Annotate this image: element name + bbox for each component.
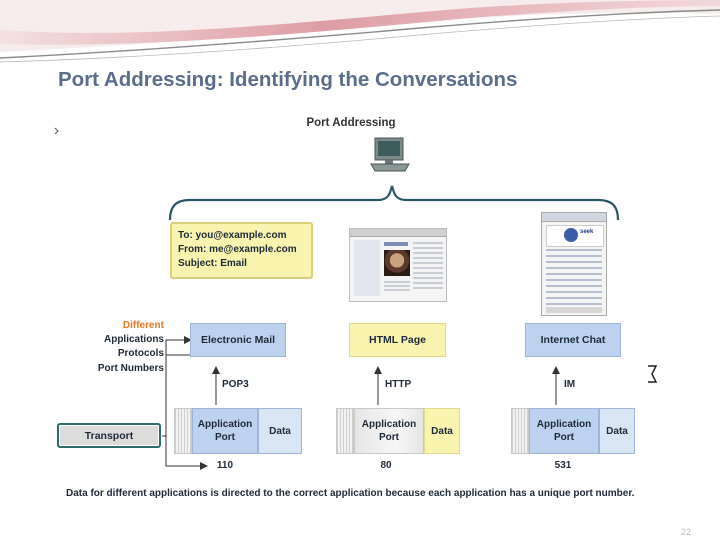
- label-port-numbers: Port Numbers: [97, 363, 164, 374]
- header-swoosh: [0, 0, 720, 63]
- segment-3-data: Data: [599, 408, 635, 454]
- segment-1-header: [174, 408, 192, 454]
- segment-3-header: [511, 408, 529, 454]
- email-card: To: you@example.com From: me@example.com…: [170, 222, 313, 279]
- page-number: 22: [681, 527, 692, 537]
- segment-2-app-port: Application Port: [354, 408, 424, 454]
- chat-window-thumbnail: seek: [541, 212, 607, 316]
- port-number-80: 80: [380, 460, 392, 471]
- diagram-title: Port Addressing: [306, 117, 396, 129]
- web-page-thumbnail: [349, 228, 447, 302]
- app-box-electronic-mail: Electronic Mail: [190, 323, 286, 357]
- segment-1-data: Data: [258, 408, 302, 454]
- app-box-internet-chat: Internet Chat: [525, 323, 621, 357]
- label-applications: Applications: [103, 334, 164, 345]
- segment-2-header: [336, 408, 354, 454]
- label-different: Different: [122, 320, 164, 331]
- label-protocols: Protocols: [117, 348, 164, 359]
- segment-3-app-port: Application Port: [529, 408, 599, 454]
- segment-2-data: Data: [424, 408, 460, 454]
- protocol-http: HTTP: [385, 379, 412, 390]
- transport-layer-box: Transport: [57, 423, 161, 448]
- diagram-caption: Data for different applications is direc…: [66, 488, 635, 499]
- protocol-im: IM: [564, 379, 576, 390]
- protocol-pop3: POP3: [222, 379, 249, 390]
- email-subject: Subject: Email: [178, 258, 247, 269]
- app-box-html-page: HTML Page: [349, 323, 446, 357]
- port-number-531: 531: [554, 460, 572, 471]
- segment-1-app-port: Application Port: [192, 408, 258, 454]
- chat-logo-text: seek: [580, 229, 594, 235]
- slide-title: Port Addressing: Identifying the Convers…: [58, 68, 518, 91]
- computer-icon: [370, 137, 410, 172]
- port-number-110: 110: [216, 460, 234, 471]
- email-to: To: you@example.com: [178, 230, 287, 241]
- email-from: From: me@example.com: [178, 244, 297, 255]
